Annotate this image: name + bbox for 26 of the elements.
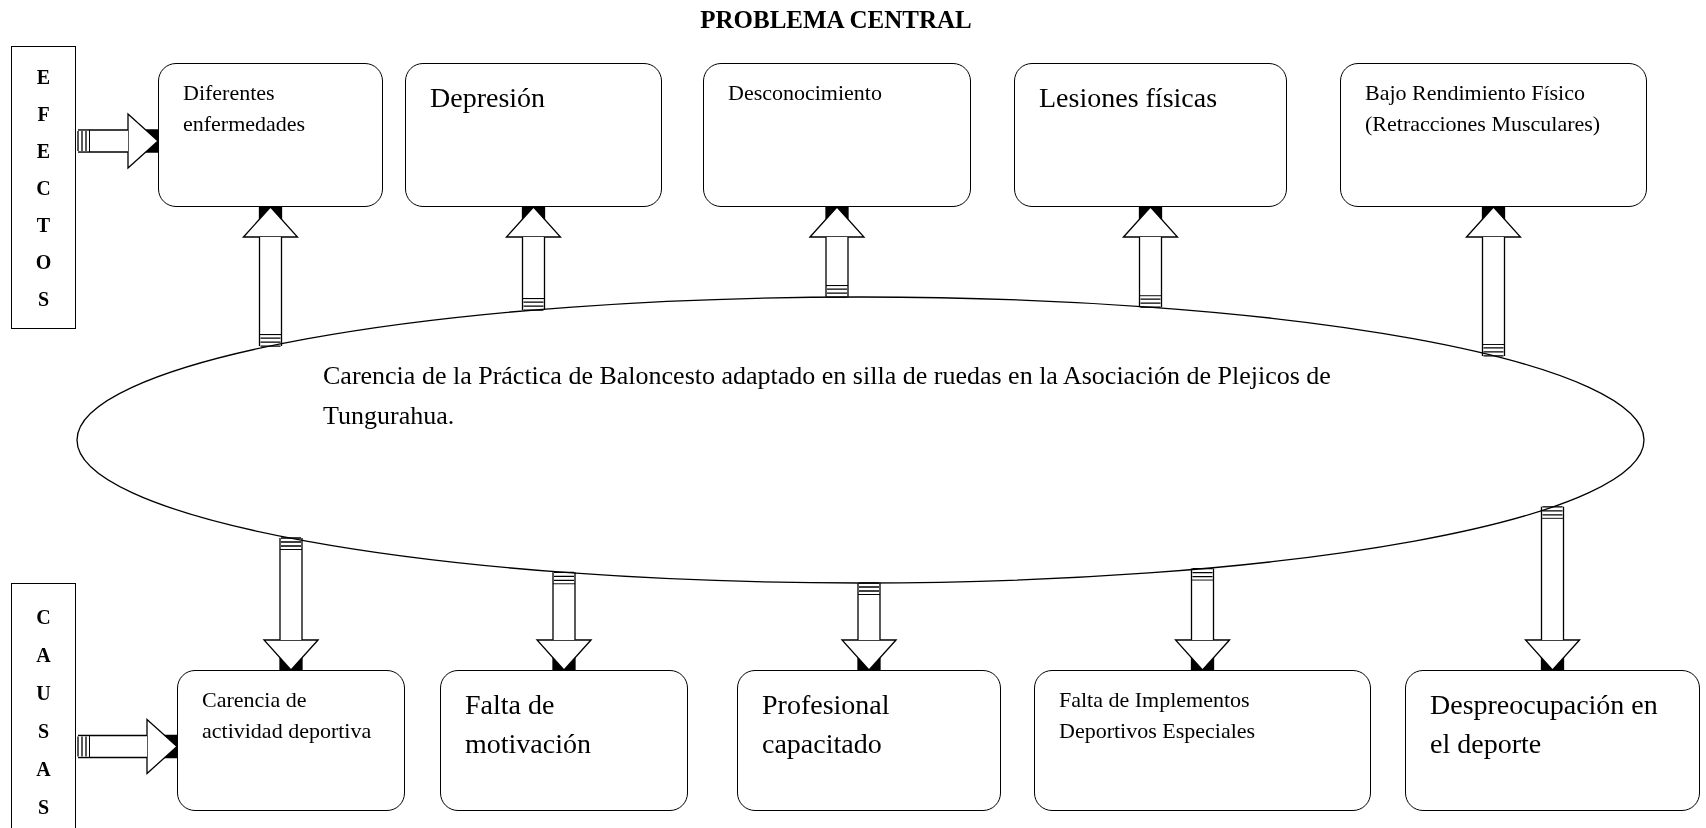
problem-text: Carencia de la Práctica de Baloncesto adaptado en silla de ruedas en la Asociación de Plejicos de Tungurahua. xyxy=(323,360,1332,433)
effect-box xyxy=(703,63,971,207)
cause-box xyxy=(1034,670,1371,811)
cause-box xyxy=(177,670,405,811)
vertical-label: CAUSAS xyxy=(35,605,52,820)
effect-box xyxy=(1340,63,1647,207)
cause-box xyxy=(737,670,1001,811)
cause-box xyxy=(1405,670,1700,811)
box-text: Desconocimiento xyxy=(728,79,883,107)
box-text: Profesional capacitado xyxy=(762,688,891,762)
effect-box xyxy=(405,63,662,207)
box-text: Lesiones físicas xyxy=(1039,81,1219,115)
cause-box xyxy=(440,670,688,811)
effect-box xyxy=(158,63,383,207)
side-label-box xyxy=(11,46,76,329)
box-text: Depresión xyxy=(430,81,547,115)
effect-box xyxy=(1014,63,1287,207)
side-label-box xyxy=(11,583,76,828)
box-text: Carencia de actividad deportiva xyxy=(202,686,373,745)
box-text: Despreocupación en el deporte xyxy=(1430,688,1659,762)
box-text: Falta de Implementos Deportivos Especiales xyxy=(1059,686,1257,745)
box-text: Falta de motivación xyxy=(465,688,592,762)
vertical-label: EFECTOS xyxy=(34,65,53,312)
box-text: Diferentes enfermedades xyxy=(183,79,307,138)
box-text: Bajo Rendimiento Físico (Retracciones Musculares) xyxy=(1365,79,1602,138)
diagram-title: PROBLEMA CENTRAL xyxy=(699,6,973,34)
